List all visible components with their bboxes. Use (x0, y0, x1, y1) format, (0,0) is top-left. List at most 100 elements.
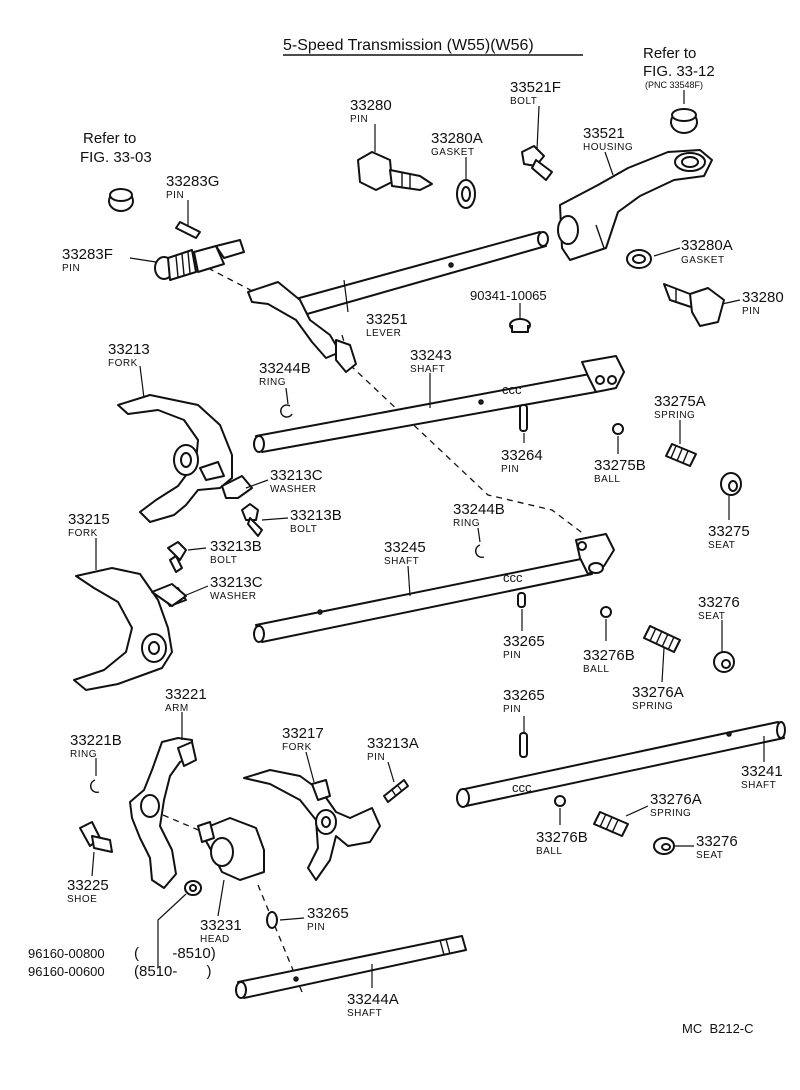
plug-90341-drawing[interactable] (509, 318, 531, 333)
label-33221b[interactable]: 33221B RING (70, 732, 122, 760)
bolt-33213b-1-drawing[interactable] (241, 503, 263, 537)
spring-33276a-a-drawing[interactable] (643, 625, 681, 653)
applicability-row-1[interactable]: 96160-00800 ( -8510) (28, 945, 216, 962)
label-33280-right[interactable]: 33280 PIN (742, 289, 784, 317)
part-name: SPRING (650, 808, 691, 819)
ring-96160-drawing[interactable] (184, 880, 202, 896)
label-33241[interactable]: 33241 SHAFT (741, 763, 783, 791)
label-33280-top[interactable]: 33280 PIN (350, 97, 392, 125)
fork-33213-drawing[interactable] (117, 394, 233, 523)
part-name: SHAFT (384, 556, 419, 567)
label-33521[interactable]: 33521 HOUSING (583, 125, 633, 153)
ring-33244b-2-drawing[interactable] (474, 544, 485, 559)
shaft-33243-drawing[interactable]: ccc (253, 355, 625, 453)
pin-33264-drawing[interactable] (519, 404, 528, 432)
pin-33265-c-drawing[interactable] (266, 911, 278, 929)
label-33213b-2[interactable]: 33213B BOLT (210, 538, 262, 566)
gasket-33280a-right-drawing[interactable] (626, 249, 652, 269)
label-33213a[interactable]: 33213A PIN (367, 735, 419, 763)
pin-33283g-drawing[interactable] (175, 221, 201, 239)
label-90341-10065[interactable]: 90341-10065 (470, 288, 547, 303)
shaft-33245-drawing[interactable]: ccc (253, 533, 615, 643)
shoe-33225-drawing[interactable] (79, 821, 113, 853)
label-33276a-a[interactable]: 33276A SPRING (632, 684, 684, 712)
spring-33275a-drawing[interactable] (665, 443, 697, 467)
pin-33283f-drawing[interactable] (154, 239, 245, 281)
label-33283g[interactable]: 33283G PIN (166, 173, 219, 201)
label-33244b-1[interactable]: 33244B RING (259, 360, 311, 388)
lever-33251-drawing[interactable] (247, 231, 549, 373)
label-33275a[interactable]: 33275A SPRING (654, 393, 706, 421)
part-number: 33280 (742, 289, 784, 306)
label-33244b-2[interactable]: 33244B RING (453, 501, 505, 529)
cap-part-right[interactable] (670, 108, 698, 134)
ball-33275b-drawing[interactable] (612, 423, 624, 435)
ball-33276b-a-drawing[interactable] (600, 606, 612, 618)
seat-33276-b-drawing[interactable] (653, 837, 675, 855)
label-33213[interactable]: 33213 FORK (108, 341, 150, 369)
label-33275b[interactable]: 33275B BALL (594, 457, 646, 485)
label-33275[interactable]: 33275 SEAT (708, 523, 750, 551)
part-number: 33276B (583, 647, 635, 664)
label-33276b-a[interactable]: 33276B BALL (583, 647, 635, 675)
part-number: 33521F (510, 79, 561, 96)
ref-fig-33-03[interactable]: Refer to FIG. 33-03 (80, 130, 152, 166)
label-33244a[interactable]: 33244A SHAFT (347, 991, 399, 1019)
bolt-33521f-drawing[interactable] (521, 145, 553, 181)
label-33231[interactable]: 33231 HEAD (200, 917, 242, 945)
label-33251[interactable]: 33251 LEVER (366, 311, 408, 339)
label-33245[interactable]: 33245 SHAFT (384, 539, 426, 567)
label-33280a-right[interactable]: 33280A GASKET (681, 237, 733, 266)
ref-fig-33-12[interactable]: Refer to FIG. 33-12 (PNC 33548F) (643, 45, 715, 90)
housing-33521-drawing[interactable] (557, 149, 713, 261)
washer-33213c-1-drawing[interactable] (221, 475, 253, 499)
bolt-33213b-2-drawing[interactable] (167, 541, 187, 573)
pin-33213a-drawing[interactable] (383, 779, 409, 803)
pin-33280-right-drawing[interactable] (663, 283, 725, 327)
applicability-row-2[interactable]: 96160-00600 (8510- ) (28, 963, 212, 980)
label-33276-b[interactable]: 33276 SEAT (696, 833, 738, 861)
gasket-33280a-top-drawing[interactable] (456, 179, 476, 209)
label-33276b-b[interactable]: 33276B BALL (536, 829, 588, 857)
part-name: SEAT (698, 611, 725, 622)
shaft-33241-drawing[interactable]: ccc (456, 721, 786, 808)
label-33217[interactable]: 33217 FORK (282, 725, 324, 753)
label-33265-a[interactable]: 33265 PIN (503, 633, 545, 661)
arm-33221-drawing[interactable] (129, 737, 197, 889)
pin-33280-top-drawing[interactable] (357, 151, 433, 191)
ring-33221b-drawing[interactable] (89, 779, 100, 794)
part-number: 33275 (708, 523, 750, 540)
label-33221[interactable]: 33221 ARM (165, 686, 207, 714)
label-33264[interactable]: 33264 PIN (501, 447, 543, 475)
head-33231-drawing[interactable] (197, 817, 265, 881)
label-33265-c[interactable]: 33265 PIN (307, 905, 349, 933)
washer-33213c-2-drawing[interactable] (151, 583, 187, 607)
ring-33244b-1-drawing[interactable] (280, 404, 293, 418)
label-33521f[interactable]: 33521F BOLT (510, 79, 561, 107)
label-33213c-2[interactable]: 33213C WASHER (210, 574, 263, 602)
label-33243[interactable]: 33243 SHAFT (410, 347, 452, 375)
label-33225[interactable]: 33225 SHOE (67, 877, 109, 905)
fork-33217-drawing[interactable] (243, 769, 381, 881)
label-33213c-1[interactable]: 33213C WASHER (270, 467, 323, 495)
label-33276a-b[interactable]: 33276A SPRING (650, 791, 702, 819)
label-33280a-top[interactable]: 33280A GASKET (431, 130, 483, 158)
shaft-33244a-drawing[interactable] (235, 935, 467, 999)
spring-33276a-b-drawing[interactable] (593, 811, 629, 837)
cap-part-left[interactable] (108, 188, 134, 212)
label-33283f[interactable]: 33283F PIN (62, 246, 113, 274)
part-number: 33231 (200, 917, 242, 934)
label-33215[interactable]: 33215 FORK (68, 511, 110, 539)
label-33213b-1[interactable]: 33213B BOLT (290, 507, 342, 535)
part-number: 33213B (210, 538, 262, 555)
seat-33276-a-drawing[interactable] (713, 651, 735, 673)
label-33276-a[interactable]: 33276 SEAT (698, 594, 740, 622)
pin-33265-b-drawing[interactable] (519, 732, 528, 758)
part-name: BALL (536, 846, 562, 857)
pin-33265-a-drawing[interactable] (517, 592, 526, 608)
label-33265-b[interactable]: 33265 PIN (503, 687, 545, 715)
part-number: 33265 (503, 633, 545, 650)
seat-33275-drawing[interactable] (720, 472, 742, 496)
ball-33276b-b-drawing[interactable] (554, 795, 566, 807)
